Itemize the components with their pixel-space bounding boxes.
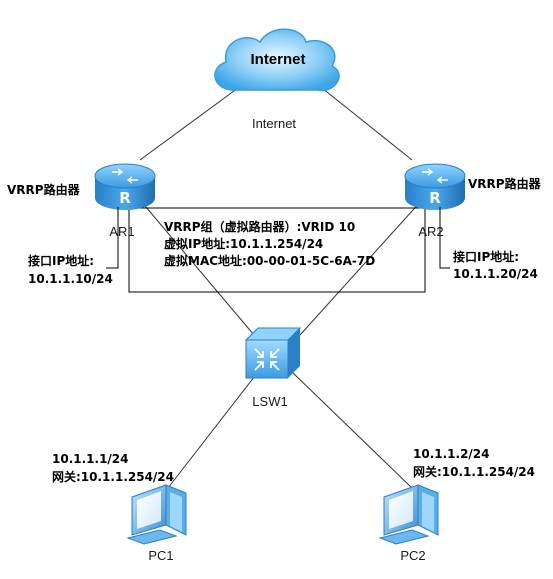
internet-caption: Internet — [252, 116, 296, 131]
ar2-role-label: VRRP路由器 — [468, 176, 542, 191]
vrrp-group-text: VRRP组（虚拟路由器）:VRID 10 — [164, 219, 355, 234]
ar1-ip: 10.1.1.10/24 — [28, 272, 113, 286]
internet-cloud-icon[interactable]: Internet — [214, 28, 340, 92]
link-lsw1-pc2 — [291, 371, 413, 489]
pc2-gateway: 网关:10.1.1.254/24 — [413, 464, 535, 479]
router-ar1-icon[interactable]: R — [94, 163, 156, 210]
ar1-role-label: VRRP路由器 — [7, 182, 81, 197]
ar1-ip-bracket — [106, 207, 119, 269]
vrrp-virtual-mac-text: 虚拟MAC地址:00-00-01-5C-6A-7D — [164, 253, 375, 268]
pc1-ip: 10.1.1.1/24 — [52, 452, 129, 466]
link-ar1-lsw1 — [139, 199, 255, 336]
pc1-gateway: 网关:10.1.1.254/24 — [52, 469, 174, 484]
ar2-ip-title: 接口IP地址: — [453, 249, 519, 264]
link-ar2-lsw1 — [299, 199, 423, 336]
pc2-name: PC2 — [400, 548, 425, 563]
ar1-name: AR1 — [109, 224, 134, 239]
vrrp-group-box — [128, 207, 426, 293]
pc2-computer-icon[interactable] — [378, 484, 439, 545]
pc1-name: PC1 — [148, 548, 173, 563]
link-internet-ar1 — [139, 87, 239, 161]
ar2-name: AR2 — [418, 224, 443, 239]
svg-text:R: R — [429, 189, 441, 207]
link-lsw1-pc1 — [167, 371, 259, 489]
link-internet-ar2 — [321, 87, 413, 161]
pc2-ip: 10.1.1.2/24 — [413, 447, 490, 461]
switch-lsw1-icon[interactable] — [244, 327, 302, 379]
vrrp-virtual-ip-text: 虚拟IP地址:10.1.1.254/24 — [164, 236, 323, 251]
internet-cloud-label: Internet — [250, 51, 305, 68]
ar1-ip-title: 接口IP地址: — [28, 253, 94, 268]
pc1-computer-icon[interactable] — [126, 484, 187, 545]
svg-text:R: R — [119, 189, 131, 207]
router-ar2-icon[interactable]: R — [404, 163, 466, 210]
links — [139, 87, 423, 489]
ar2-ip: 10.1.1.20/24 — [453, 267, 538, 281]
ar2-ip-bracket — [439, 207, 450, 269]
lsw1-name: LSW1 — [252, 394, 287, 409]
